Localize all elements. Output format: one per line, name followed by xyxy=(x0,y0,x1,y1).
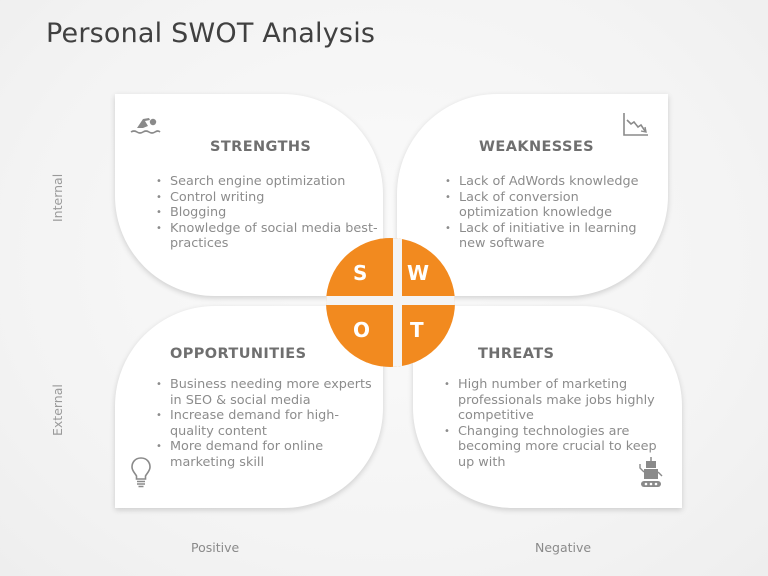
strengths-list: Search engine optimization Control writi… xyxy=(155,174,380,252)
weaknesses-list: Lack of AdWords knowledge Lack of conver… xyxy=(444,174,659,252)
strengths-panel: STRENGTHS Search engine optimization Con… xyxy=(115,94,383,296)
threats-list: High number of marketing professionals m… xyxy=(443,377,668,470)
swot-center-circle: S W O T xyxy=(326,238,455,367)
axis-label-negative: Negative xyxy=(535,540,592,555)
list-item: Lack of AdWords knowledge xyxy=(444,174,659,190)
axis-label-external: External xyxy=(50,384,65,436)
axis-label-internal: Internal xyxy=(50,173,65,222)
list-item: Increase demand for high-quality content xyxy=(155,408,380,439)
lightbulb-icon xyxy=(131,457,151,488)
list-item: Search engine optimization xyxy=(155,174,380,190)
threats-heading: THREATS xyxy=(478,346,555,362)
opportunities-heading: OPPORTUNITIES xyxy=(170,346,307,362)
divider-vertical xyxy=(393,238,402,367)
list-item: Knowledge of social media best-practices xyxy=(155,221,380,252)
weaknesses-panel: WEAKNESSES Lack of AdWords knowledge Lac… xyxy=(397,94,668,296)
list-item: More demand for online marketing skill xyxy=(155,439,380,470)
list-item: Control writing xyxy=(155,190,380,206)
threats-panel: THREATS High number of marketing profess… xyxy=(413,306,682,508)
opportunities-list: Business needing more experts in SEO & s… xyxy=(155,377,380,470)
list-item: Lack of conversion optimization knowledg… xyxy=(444,190,659,221)
list-item: High number of marketing professionals m… xyxy=(443,377,668,424)
letter-t: T xyxy=(410,318,424,342)
weaknesses-heading: WEAKNESSES xyxy=(479,139,594,155)
list-item: Lack of initiative in learning new softw… xyxy=(444,221,659,252)
letter-w: W xyxy=(407,261,430,285)
letter-o: O xyxy=(353,318,371,342)
letter-s: S xyxy=(353,261,368,285)
swimmer-icon xyxy=(130,118,161,134)
axis-label-positive: Positive xyxy=(191,540,240,555)
divider-horizontal xyxy=(326,296,455,305)
list-item: Business needing more experts in SEO & s… xyxy=(155,377,380,408)
strengths-heading: STRENGTHS xyxy=(210,139,312,155)
list-item: Blogging xyxy=(155,205,380,221)
robot-icon xyxy=(639,457,663,487)
page-title: Personal SWOT Analysis xyxy=(46,18,376,49)
declining-chart-icon xyxy=(623,113,648,136)
list-item: Changing technologies are becoming more … xyxy=(443,424,668,471)
